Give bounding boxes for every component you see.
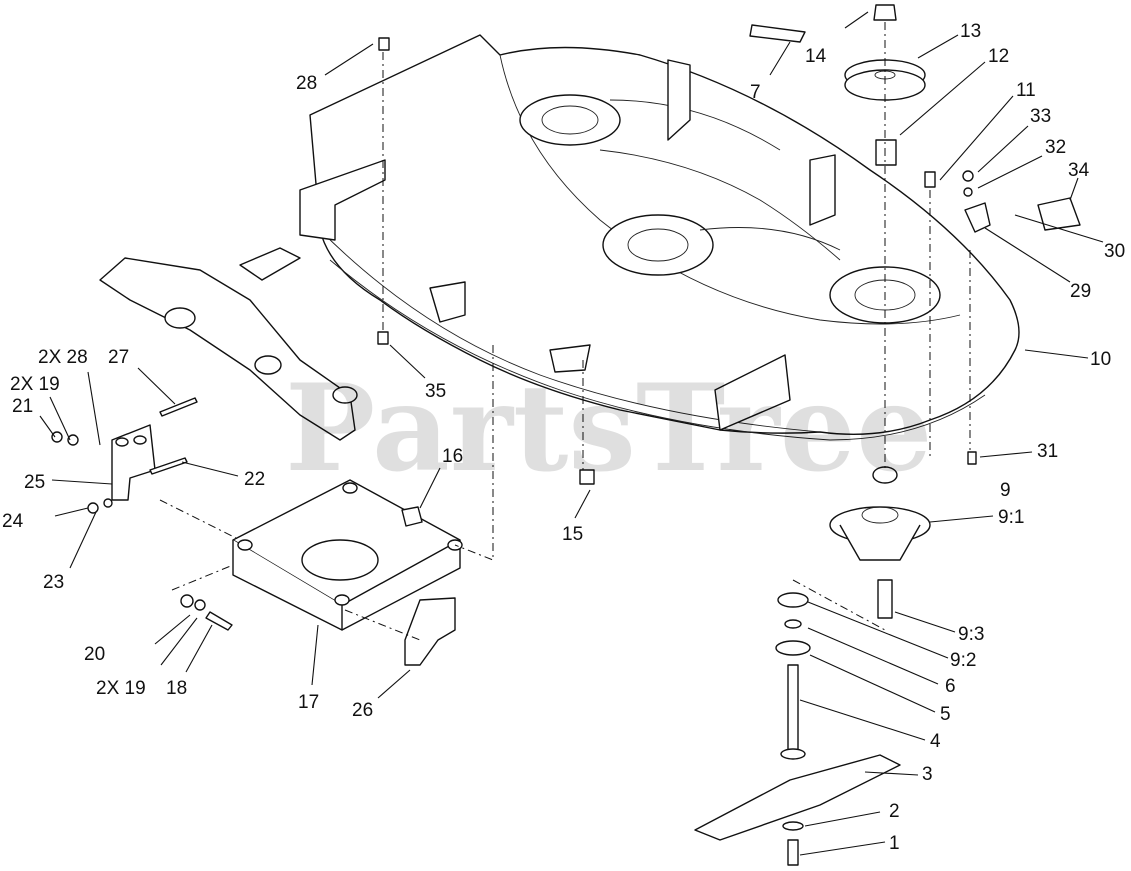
callout-7: 7 (750, 82, 761, 103)
callout-18: 18 (166, 678, 187, 699)
front-axle-bracket (99, 247, 358, 441)
mount-bracket (111, 424, 156, 501)
callout-28: 28 (296, 73, 317, 94)
callout-2: 2 (889, 801, 900, 822)
callout-21: 21 (12, 396, 33, 417)
mower-deck-housing (299, 34, 1020, 441)
callout-11: 11 (1016, 80, 1036, 101)
callout-27: 27 (108, 347, 129, 368)
callout-5: 5 (940, 704, 951, 725)
callout-33: 33 (1030, 106, 1051, 127)
callout-31: 31 (1037, 441, 1058, 462)
hardware (51, 24, 1081, 631)
callout-3: 3 (922, 764, 933, 785)
callout-30: 30 (1104, 241, 1125, 262)
callout-32: 32 (1045, 137, 1066, 158)
spindle-assembly (694, 4, 931, 866)
rear-bracket (404, 597, 456, 666)
callout-23: 23 (43, 572, 64, 593)
callout-15: 15 (562, 524, 583, 545)
callout-6: 6 (945, 676, 956, 697)
callout-20: 20 (84, 644, 105, 665)
callout-26: 26 (352, 700, 373, 721)
callout-19-2x-top: 2X 19 (10, 374, 60, 395)
callout-34: 34 (1068, 160, 1090, 181)
callout-14: 14 (805, 46, 827, 67)
callout-1: 1 (889, 833, 900, 854)
callout-25: 25 (24, 472, 45, 493)
watermark-text: PartsTree (285, 358, 932, 499)
callout-29: 29 (1070, 281, 1091, 302)
callout-9: 9 (1000, 480, 1011, 501)
callout-22: 22 (244, 469, 265, 490)
alignment-lines (159, 22, 971, 641)
leader-lines (39, 11, 1104, 856)
callout-10: 10 (1090, 349, 1111, 370)
callout-13: 13 (960, 21, 981, 42)
callout-9-2: 9:2 (950, 650, 976, 671)
callout-19-2x-bottom: 2X 19 (96, 678, 146, 699)
callouts: 1 2 3 4 5 6 7 9 9:1 9:2 9:3 10 11 12 13 … (2, 21, 1125, 854)
callout-4: 4 (930, 731, 941, 752)
callout-24: 24 (2, 511, 24, 532)
callout-12: 12 (988, 46, 1009, 67)
callout-9-3: 9:3 (958, 624, 984, 645)
callout-17: 17 (298, 692, 319, 713)
callout-9-1: 9:1 (998, 507, 1024, 528)
callout-28-2x: 2X 28 (38, 347, 88, 368)
callout-35: 35 (425, 381, 446, 402)
callout-16: 16 (442, 446, 463, 467)
